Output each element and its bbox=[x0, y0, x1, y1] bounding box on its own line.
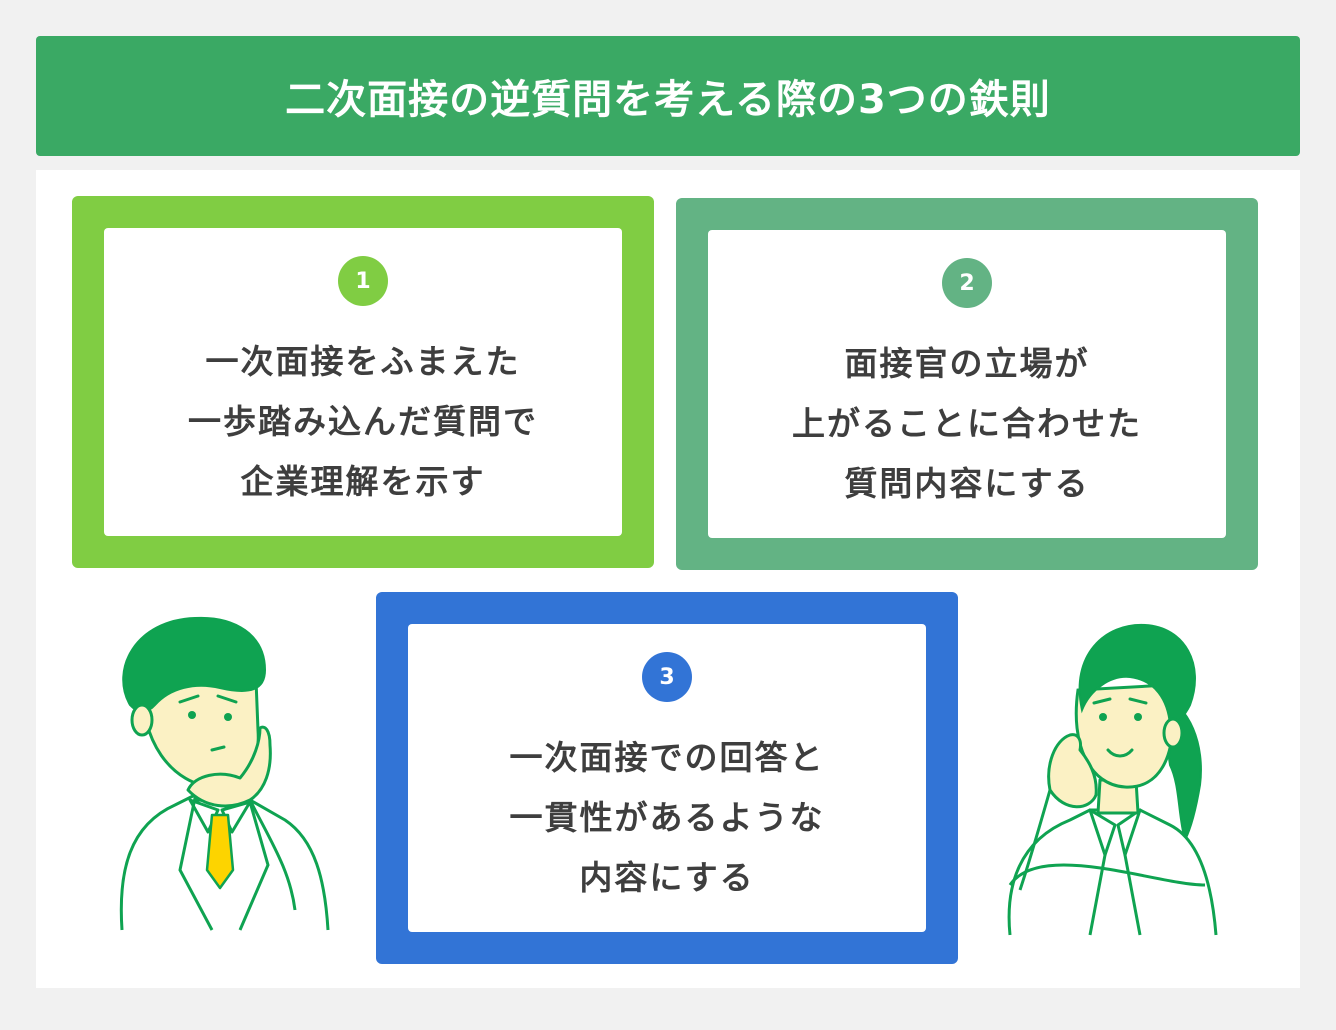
rule-1-line-1: 一次面接をふまえた bbox=[205, 342, 521, 381]
rule-number-badge-2: 2 bbox=[942, 258, 992, 308]
rule-number-badge-3: 3 bbox=[642, 652, 692, 702]
rule-3-line-3: 内容にする bbox=[579, 858, 755, 897]
rule-3-line-1: 一次面接での回答と bbox=[509, 738, 825, 777]
rule-1-line-3: 企業理解を示す bbox=[240, 462, 486, 501]
woman-thinking-illustration bbox=[1007, 623, 1218, 936]
rule-3-line-2: 一貫性があるような bbox=[509, 798, 825, 837]
rule-text-3: 一次面接での回答と 一貫性があるような 内容にする bbox=[510, 728, 825, 908]
rule-card-2-body: 2 面接官の立場が 上がることに合わせた 質問内容にする bbox=[708, 230, 1226, 538]
rule-text-1: 一次面接をふまえた 一歩踏み込んだ質問で 企業理解を示す bbox=[188, 332, 538, 512]
rule-2-line-2: 上がることに合わせた bbox=[792, 404, 1142, 443]
rule-2-line-3: 質問内容にする bbox=[844, 464, 1090, 503]
man-thinking-illustration bbox=[119, 616, 330, 931]
page-title: 二次面接の逆質問を考える際の3つの鉄則 bbox=[285, 77, 1051, 123]
rule-1-line-2: 一歩踏み込んだ質問で bbox=[188, 402, 538, 441]
rule-card-3: 3 一次面接での回答と 一貫性があるような 内容にする bbox=[376, 592, 958, 964]
rule-number-badge-1: 1 bbox=[338, 256, 388, 306]
rule-card-2: 2 面接官の立場が 上がることに合わせた 質問内容にする bbox=[676, 198, 1258, 570]
rule-card-3-body: 3 一次面接での回答と 一貫性があるような 内容にする bbox=[408, 624, 926, 932]
rule-card-1: 1 一次面接をふまえた 一歩踏み込んだ質問で 企業理解を示す bbox=[72, 196, 654, 568]
title-banner: 二次面接の逆質問を考える際の3つの鉄則 bbox=[36, 36, 1300, 156]
rule-card-1-body: 1 一次面接をふまえた 一歩踏み込んだ質問で 企業理解を示す bbox=[104, 228, 622, 536]
rule-text-2: 面接官の立場が 上がることに合わせた 質問内容にする bbox=[792, 334, 1142, 514]
rule-2-line-1: 面接官の立場が bbox=[844, 344, 1090, 383]
